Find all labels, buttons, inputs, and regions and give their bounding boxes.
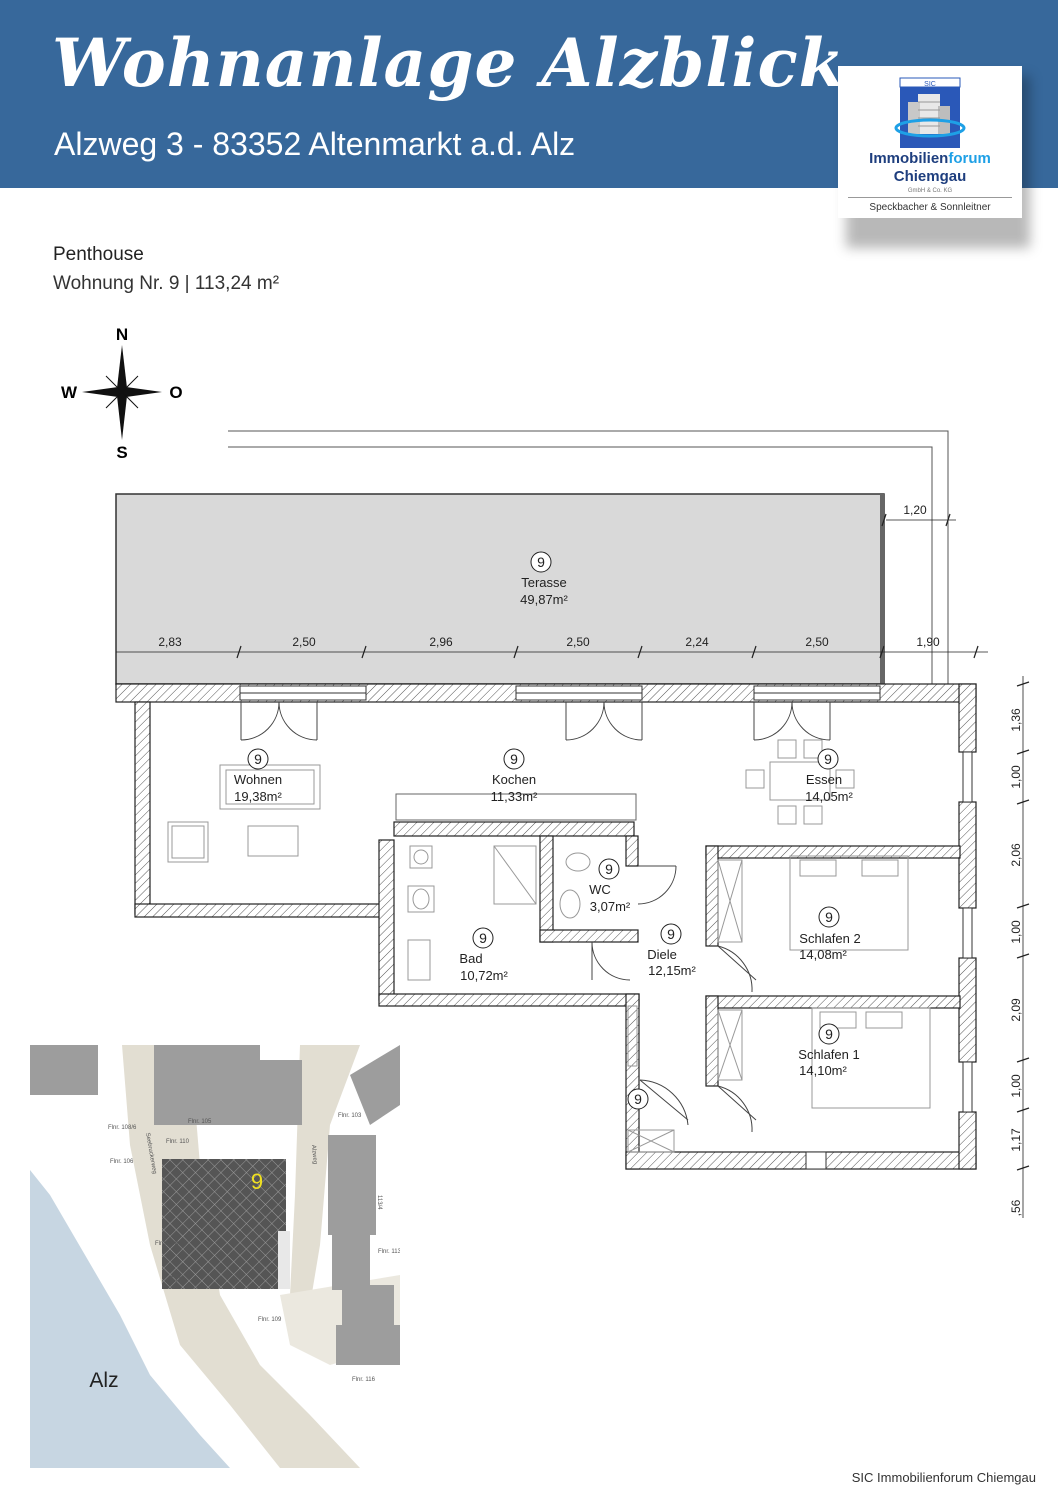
- dimension-label: 2,09: [1009, 998, 1023, 1022]
- dimension-label: 2,24: [685, 635, 709, 649]
- compass-east: O: [169, 383, 182, 402]
- company-logo: SIC Immobilienforum Chiemgau GmbH & Co. …: [838, 66, 1022, 218]
- building-walls: [115, 683, 977, 1170]
- room-number: 9: [667, 926, 675, 942]
- logo-name-line2: Chiemgau: [893, 168, 967, 185]
- parcel-label: Flnr. 106: [110, 1159, 134, 1165]
- logo-name-part1: Immobilien: [869, 150, 949, 167]
- dimension-label: 1,00: [1009, 765, 1023, 789]
- room-name: Wohnen: [234, 772, 282, 787]
- room-essen: 9 Essen 14,05m²: [805, 748, 854, 804]
- parcel-label: Flnr. 108/6: [108, 1125, 137, 1131]
- footer-credit: SIC Immobilienforum Chiemgau: [851, 1470, 1036, 1485]
- logo-divider: [848, 197, 1012, 198]
- room-name: Terasse: [521, 575, 567, 590]
- dimension-chain-vertical: 1,36 1,00 2,06 1,00 2,09 1,00 1,17 ,56: [1009, 676, 1030, 1218]
- logo-legal: GmbH & Co. KG: [907, 188, 953, 194]
- compass-south: S: [116, 443, 127, 462]
- room-diele: 9 Diele 12,15m²: [647, 923, 697, 978]
- door-arcs: [240, 701, 831, 1133]
- logo-badge-text: SIC: [924, 81, 936, 88]
- project-title: Wohnanlage Alzblick: [52, 24, 846, 102]
- room-kochen: 9 Kochen 11,33m²: [491, 748, 538, 804]
- survey-point-icon: [171, 1272, 181, 1282]
- dimension-label: 1,90: [916, 635, 940, 649]
- parcel-label: Flnr. 108: [155, 1241, 179, 1247]
- room-name: Kochen: [492, 772, 536, 787]
- parcel-label: Flnr. 103: [338, 1113, 362, 1119]
- parcel-label: Flnr. 109: [258, 1317, 282, 1323]
- room-schlafen2: 9 Schlafen 2 14,08m²: [799, 906, 861, 962]
- room-name: Schlafen 2: [799, 931, 860, 946]
- terrace-area: [115, 493, 885, 685]
- room-name: Schlafen 1: [798, 1047, 859, 1062]
- dimension-chain-horizontal: 1,20 2,83 2,50 2,96 2,50 2,24 2,50 1,90: [116, 503, 988, 659]
- room-number: 9: [634, 1091, 642, 1107]
- compass-rose-icon: N S W O: [61, 325, 183, 462]
- compass-north: N: [116, 325, 128, 344]
- room-number: 9: [510, 751, 518, 767]
- dimension-label: 1,20: [903, 503, 927, 517]
- room-number: 9: [537, 554, 545, 570]
- room-number: 9: [479, 930, 487, 946]
- parcel-label: 113/4: [376, 1195, 382, 1210]
- logo-name-part2: forum: [948, 150, 991, 167]
- room-number: 9: [825, 909, 833, 925]
- site-marker: 9: [251, 1169, 263, 1194]
- logo-owners: Speckbacher & Sonnleitner: [869, 202, 991, 213]
- parcel-label: Flnr. 105: [188, 1119, 212, 1125]
- dimension-label: ,56: [1009, 1199, 1023, 1216]
- room-number: 9: [605, 861, 613, 877]
- room-schlafen1: 9 Schlafen 1 14,10m²: [798, 1023, 860, 1078]
- river-label: Alz: [89, 1369, 118, 1392]
- room-area: 14,05m²: [805, 789, 853, 804]
- room-area: 11,33m²: [491, 789, 538, 804]
- dimension-label: 2,50: [805, 635, 829, 649]
- unit-type: Penthouse: [53, 244, 144, 265]
- room-area: 14,08m²: [799, 947, 847, 962]
- room-name: WC: [589, 882, 611, 897]
- street-label: Alzweg: [310, 1145, 318, 1165]
- dimension-label: 2,83: [158, 635, 182, 649]
- room-labels: 9 Terasse 49,87m² 9 Wohnen 19,38m² 9 Koc…: [234, 551, 861, 1110]
- roof-outline: [228, 430, 949, 686]
- room-name: Bad: [459, 951, 482, 966]
- logo-name-line1: Immobilienforum: [838, 150, 1022, 167]
- site-map: Flnr. 105 Flnr. 108/6 Flnr. 110 Flnr. 10…: [30, 1045, 402, 1468]
- room-wohnen: 9 Wohnen 19,38m²: [234, 748, 283, 804]
- project-address: Alzweg 3 - 83352 Altenmarkt a.d. Alz: [54, 126, 576, 162]
- dimension-label: 1,00: [1009, 920, 1023, 944]
- room-wc: 9 WC 3,07m²: [589, 858, 631, 914]
- dimension-label: 1,36: [1009, 708, 1023, 732]
- room-number: 9: [254, 751, 262, 767]
- dimension-label: 2,06: [1009, 843, 1023, 867]
- dimension-label: 2,50: [292, 635, 316, 649]
- dimension-label: 2,50: [566, 635, 590, 649]
- room-area: 49,87m²: [520, 592, 568, 607]
- room-area: 10,72m²: [460, 968, 508, 983]
- room-bad: 9 Bad 10,72m²: [459, 927, 509, 983]
- room-area: 19,38m²: [234, 789, 282, 804]
- room-entry: 9: [627, 1088, 649, 1110]
- furniture: [167, 739, 931, 1153]
- dimension-label: 2,96: [429, 635, 453, 649]
- unit-description: Wohnung Nr. 9 | 113,24 m²: [53, 273, 280, 294]
- room-area: 14,10m²: [799, 1063, 847, 1078]
- room-number: 9: [825, 1026, 833, 1042]
- building-logo-icon: SIC: [894, 77, 966, 148]
- compass-west: W: [61, 383, 78, 402]
- parcel-label: Flnr. 113: [378, 1249, 402, 1255]
- room-name: Diele: [647, 947, 677, 962]
- room-terrace: 9 Terasse 49,87m²: [520, 551, 569, 607]
- parcel-label: Flnr. 110: [166, 1139, 190, 1145]
- room-name: Essen: [806, 772, 842, 787]
- room-area: 3,07m²: [590, 899, 631, 914]
- room-number: 9: [824, 751, 832, 767]
- room-area: 12,15m²: [648, 963, 696, 978]
- dimension-label: 1,17: [1009, 1128, 1023, 1152]
- parcel-label: Flnr. 116: [352, 1377, 376, 1383]
- dimension-label: 1,00: [1009, 1074, 1023, 1098]
